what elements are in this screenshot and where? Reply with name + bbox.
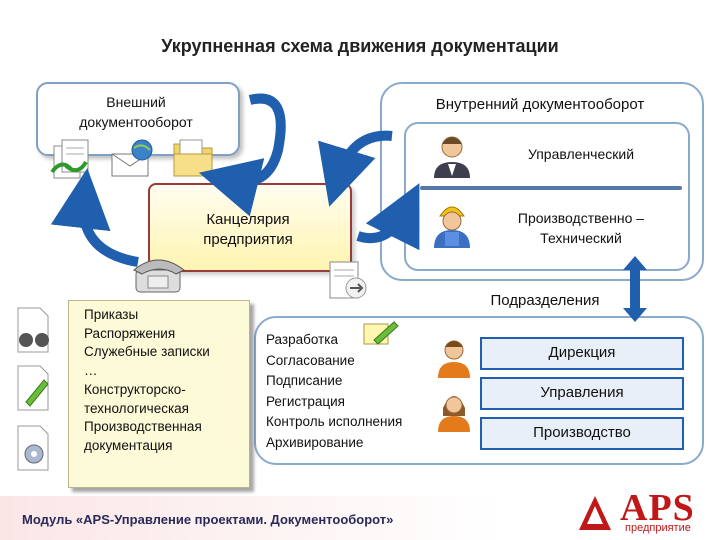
office-line-2: предприятия: [203, 231, 293, 248]
file-icons-column: [17, 307, 49, 471]
aps-logo-icon: [579, 496, 611, 530]
employee-male-icon: [438, 340, 470, 378]
internal-docflow-title: Внутренний документооборот: [435, 96, 645, 113]
subdivision-departments: Управления: [480, 377, 684, 410]
production-line-1: Производственно –: [517, 210, 645, 226]
notepad-pencil-icon: [363, 321, 399, 345]
document-type-item: Распоряжения: [84, 325, 176, 341]
document-type-item: …: [84, 363, 98, 379]
settings-file-icon: [17, 425, 49, 471]
production-line-2: Технический: [540, 230, 622, 246]
binoculars-file-icon: [17, 307, 49, 353]
logo-subtitle: предприятие: [625, 522, 691, 534]
document-type-item: технологическая: [84, 400, 189, 416]
document-type-item: Служебные записки: [84, 344, 210, 360]
process-step-item: Контроль исполнения: [266, 414, 403, 429]
process-step-item: Архивирование: [266, 434, 364, 450]
management-label: Управленческий: [527, 146, 635, 162]
internal-separator-line: [420, 186, 682, 190]
production-technical-label: Производственно – Технический: [486, 208, 676, 248]
subdivision-production: Производство: [480, 417, 684, 450]
worker-person-icon: [434, 206, 470, 248]
external-line-2: документооборот: [79, 114, 193, 130]
document-edit-icon: [329, 261, 367, 299]
process-step-item: Согласование: [266, 352, 355, 368]
employee-female-icon: [438, 396, 470, 432]
arrow-internal-to-office: [318, 130, 393, 207]
process-step-item: Разработка: [266, 332, 338, 347]
edit-file-icon: [17, 365, 49, 411]
process-step-item: Подписание: [266, 373, 343, 388]
document-types-list: Приказы Распоряжения Служебные записки ……: [84, 306, 254, 456]
telephone-icon: [133, 259, 185, 293]
subdivisions-title: Подразделения: [490, 292, 600, 309]
email-icon: [111, 139, 153, 177]
document-type-item: Конструкторско-: [84, 381, 186, 397]
diagram-title: Укрупненная схема движения документации: [161, 36, 559, 56]
arrow-external-to-office: [198, 93, 286, 217]
subdivision-directorate: Дирекция: [480, 337, 684, 370]
footer-caption: Модуль «APS-Управление проектами. Докуме…: [22, 512, 394, 527]
external-docflow-label: Внешний документооборот: [36, 92, 236, 132]
process-steps-list: Разработка Согласование Подписание Регис…: [266, 330, 446, 453]
external-line-1: Внешний: [106, 94, 166, 110]
logo-text: APS: [620, 487, 695, 529]
flow-arrows: [50, 93, 420, 267]
document-types-note: [68, 300, 250, 488]
document-type-item: Приказы: [84, 307, 139, 322]
document-type-item: документация: [84, 437, 173, 453]
document-type-item: Производственная: [84, 419, 202, 435]
arrow-office-to-external: [50, 168, 139, 267]
arrow-office-to-internal: [356, 183, 420, 251]
manager-person-icon: [434, 136, 470, 178]
double-arrow-internal-subdivisions: [623, 256, 647, 322]
process-step-item: Регистрация: [266, 393, 345, 409]
